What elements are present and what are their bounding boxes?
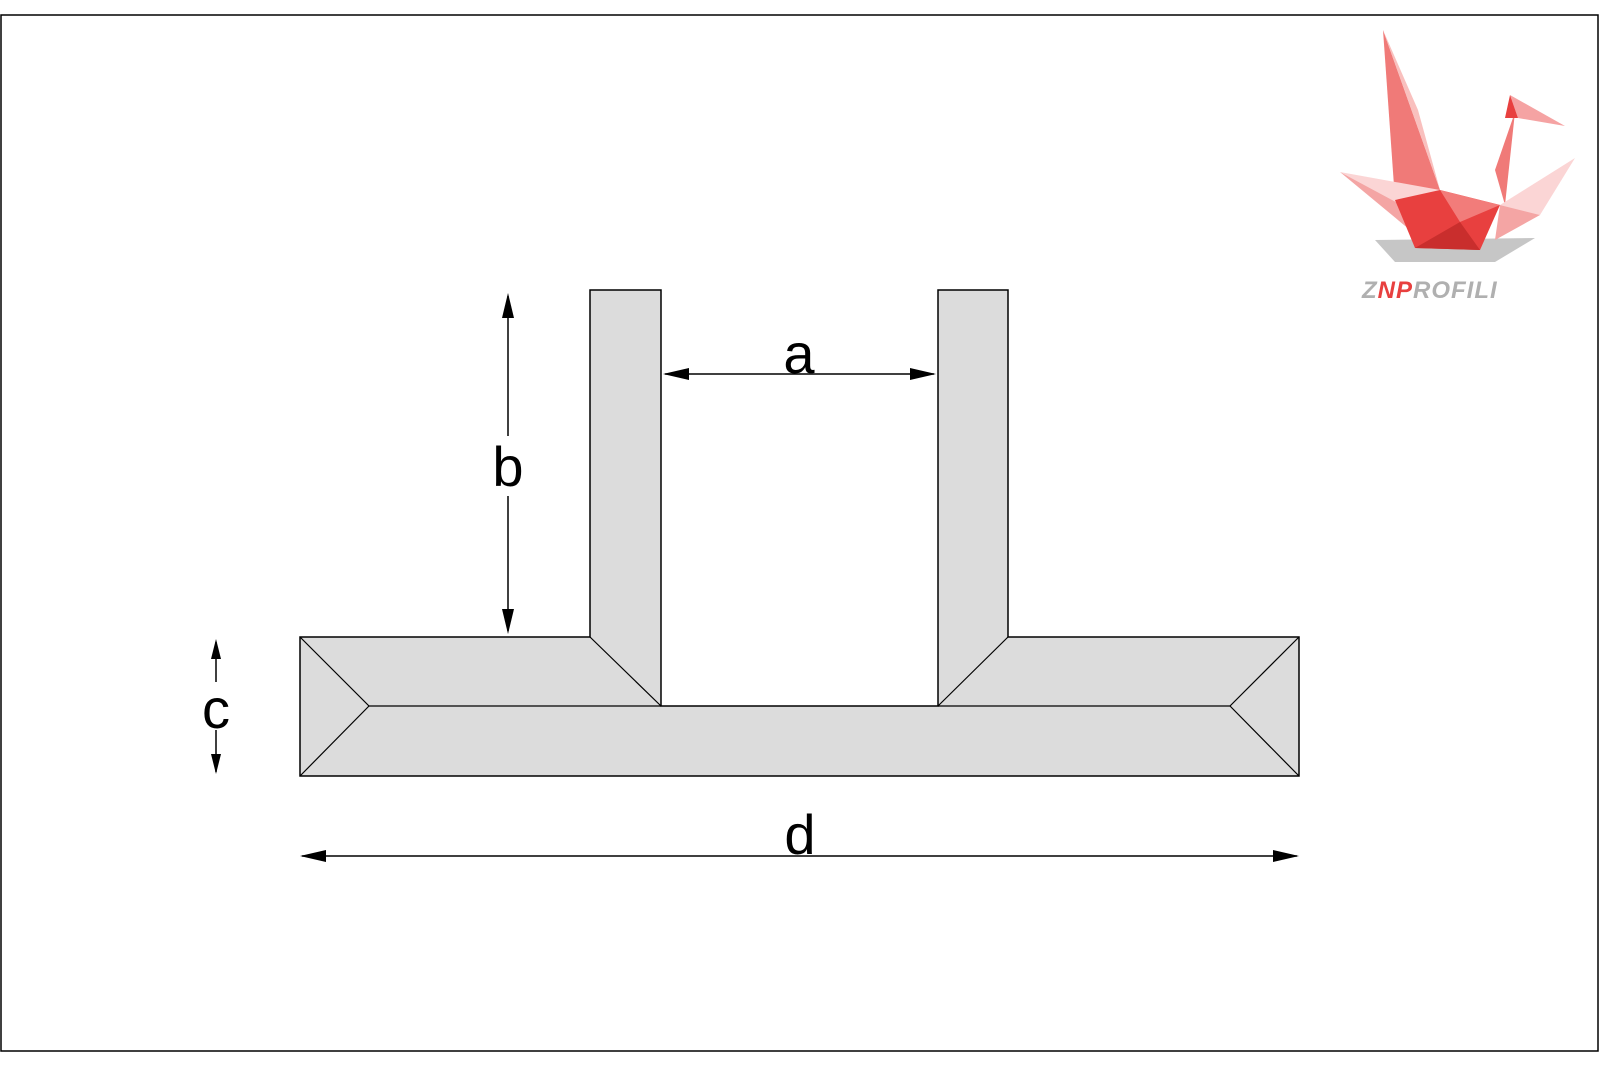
logo-text-right: ROFILI [1413, 277, 1498, 304]
crane-right-wing-dark [1495, 205, 1540, 240]
bevel-line [299, 705, 370, 777]
crane-body-shade [1415, 222, 1480, 250]
arrowhead [300, 850, 326, 862]
crane-left-wing-dark [1340, 172, 1420, 230]
crane-head-dark [1505, 95, 1518, 118]
crane-body-light [1440, 190, 1500, 222]
arrowhead [211, 754, 221, 774]
crane-right-wing [1500, 158, 1575, 215]
arrowhead [1273, 850, 1299, 862]
arrowhead [663, 368, 689, 380]
arrowhead [910, 368, 936, 380]
dimension-label-c: c [202, 677, 230, 740]
crane-head [1510, 95, 1565, 126]
bevel-line [937, 636, 1009, 707]
dimension-a: a [663, 322, 936, 385]
label-gap [490, 436, 526, 496]
dimension-label-d: d [784, 803, 815, 866]
logo-text-left: Z [1361, 277, 1378, 304]
crane-neck [1495, 112, 1515, 205]
profile-section [299, 289, 1300, 777]
origami-crane-icon [1340, 30, 1575, 262]
dimension-b: b [490, 293, 526, 634]
brand-logo: ZNPROFILI [1340, 30, 1575, 304]
dimension-label-b: b [492, 435, 523, 498]
brand-logo-text: ZNPROFILI [1361, 277, 1498, 304]
crane-tail-light [1383, 30, 1440, 190]
dimension-c: c [202, 639, 230, 774]
dimension-d: d [300, 803, 1299, 866]
dimension-label-a: a [783, 322, 815, 385]
arrowhead [211, 639, 221, 659]
drawing-frame [0, 14, 1599, 1052]
arrowhead [502, 293, 514, 318]
crane-tail [1383, 30, 1440, 200]
bevel-line [1229, 636, 1300, 707]
bevel-line [1229, 705, 1300, 777]
bevel-line [589, 636, 662, 707]
arrowhead [502, 609, 514, 634]
bevel-line [299, 636, 370, 707]
logo-text-mid: NP [1378, 277, 1413, 304]
